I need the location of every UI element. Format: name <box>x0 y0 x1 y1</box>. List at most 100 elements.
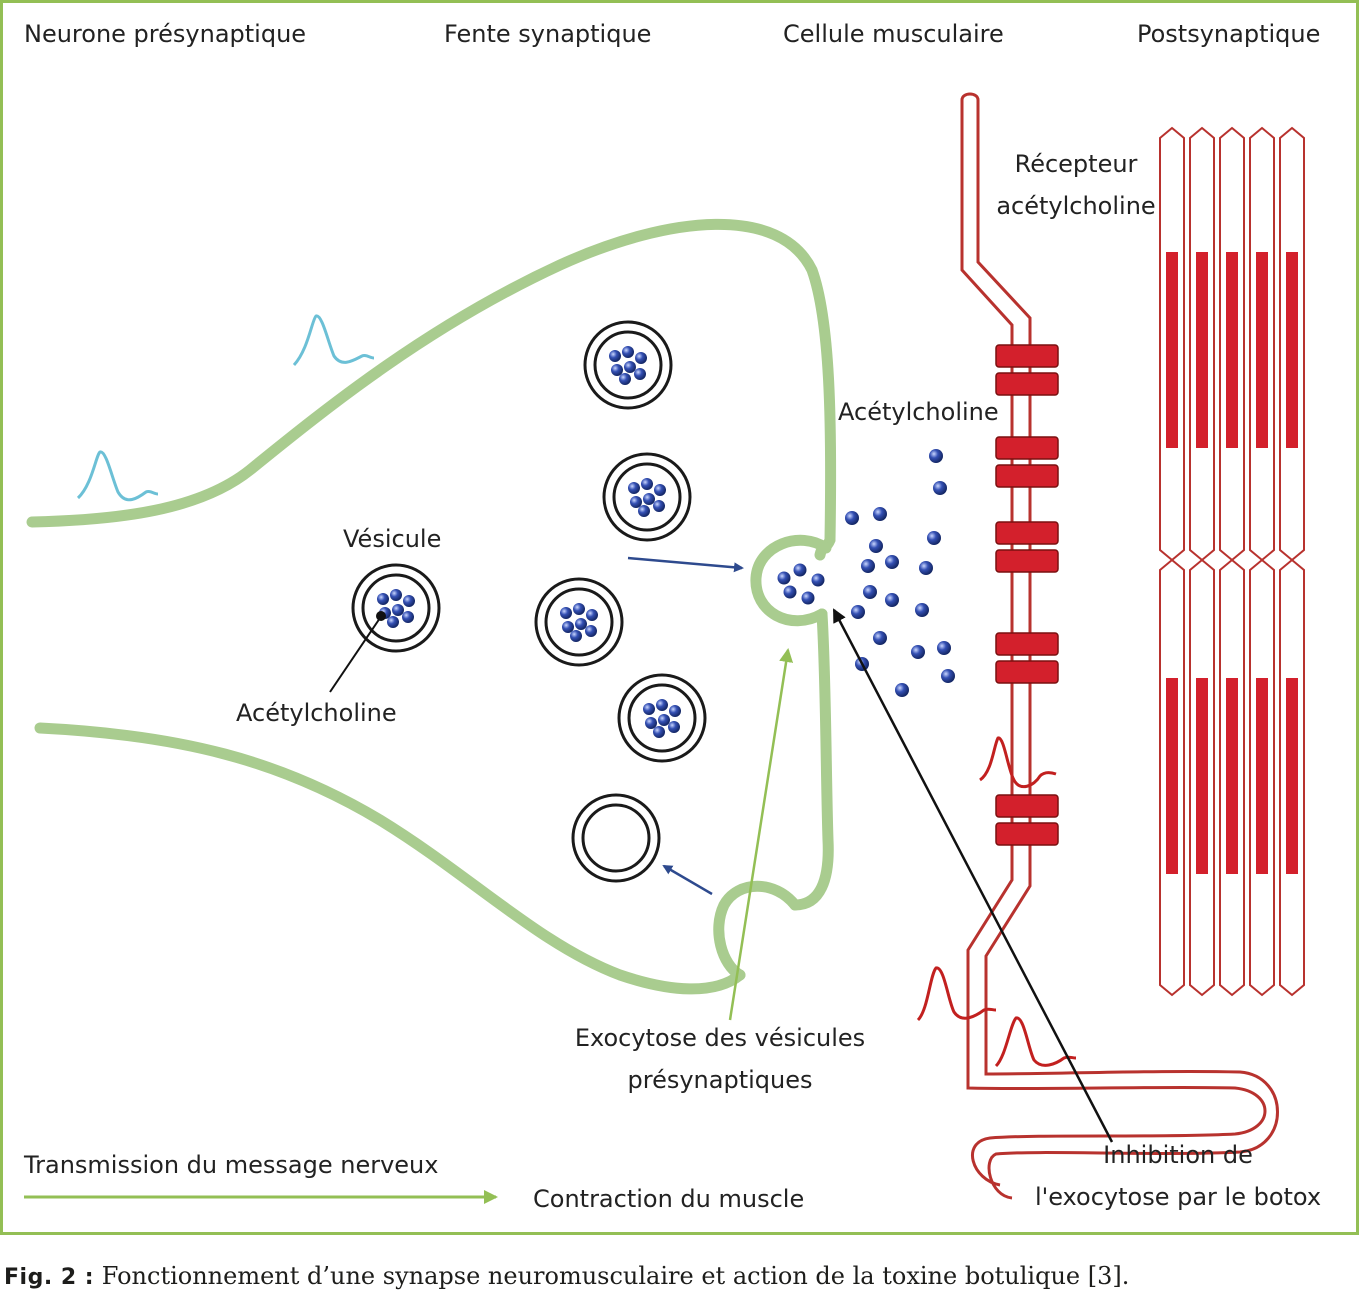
acetylcholine-molecule <box>845 511 859 525</box>
acetylcholine-molecule <box>783 585 797 599</box>
acetylcholine-molecule <box>793 563 807 577</box>
myosin-band <box>1256 678 1268 874</box>
muscle-cell-membrane <box>960 92 1279 1200</box>
myosin-band <box>1166 252 1178 448</box>
myosin-band <box>1286 252 1298 448</box>
receptor-block <box>995 549 1059 573</box>
acetylcholine-molecule <box>390 589 402 601</box>
label-transmission: Transmission du message nerveux <box>24 1151 439 1179</box>
label-contraction: Contraction du muscle <box>533 1185 805 1213</box>
acetylcholine-molecule <box>609 350 621 362</box>
acetylcholine-molecule <box>861 559 875 573</box>
exocytosis-arrow <box>728 648 794 1021</box>
acetylcholine-molecule <box>919 561 933 575</box>
acetylcholine-molecule <box>403 595 415 607</box>
myosin-band <box>1226 678 1238 874</box>
acetylcholine-molecule <box>937 641 951 655</box>
acetylcholine-molecule <box>656 699 668 711</box>
myofibril-outline <box>1219 558 1245 997</box>
header-presynaptic-neuron: Neurone présynaptique <box>24 20 307 48</box>
synapse-diagram <box>24 92 1305 1204</box>
acetylcholine-molecule <box>624 361 636 373</box>
receptor-block <box>995 521 1059 545</box>
label-inhibition-line2: l'exocytose par le botox <box>1034 1183 1322 1211</box>
label-acetylcholine-cleft: Acétylcholine <box>838 398 999 426</box>
acetylcholine-molecule <box>851 605 865 619</box>
label-vesicle: Vésicule <box>343 525 442 553</box>
myosin-band <box>1256 252 1268 448</box>
acetylcholine-molecule <box>645 717 657 729</box>
acetylcholine-molecule <box>638 505 650 517</box>
acetylcholine-molecule <box>402 611 414 623</box>
botox-inhibition-arrow <box>832 608 1114 1143</box>
receptor-block <box>995 794 1059 818</box>
myosin-band <box>1196 678 1208 874</box>
receptor-block <box>995 464 1059 488</box>
acetylcholine-molecule <box>643 703 655 715</box>
myofibril-outline <box>1279 558 1305 997</box>
myofibrils <box>1159 126 1305 997</box>
acetylcholine-molecule <box>634 368 646 380</box>
acetylcholine-molecule <box>911 645 925 659</box>
acetylcholine-molecule <box>573 603 585 615</box>
myofibril-outline <box>1279 126 1305 562</box>
myosin-band <box>1166 678 1178 874</box>
header-postsynaptic: Postsynaptique <box>1137 20 1321 48</box>
receptor-block <box>995 660 1059 684</box>
acetylcholine-molecule <box>668 721 680 733</box>
myofibril-outline <box>1249 126 1275 562</box>
acetylcholine-molecule <box>387 616 399 628</box>
muscle-impulse-wave <box>979 736 1057 789</box>
acetylcholine-molecule <box>653 500 665 512</box>
acetylcholine-molecule <box>630 496 642 508</box>
acetylcholine-molecule <box>801 591 815 605</box>
acetylcholine-molecule <box>941 669 955 683</box>
acetylcholine-molecule <box>570 630 582 642</box>
acetylcholine-molecule <box>562 621 574 633</box>
acetylcholine-molecule <box>575 618 587 630</box>
diagram-frame <box>0 0 1359 1235</box>
acetylcholine-pointer-dot <box>376 611 386 621</box>
acetylcholine-molecule <box>873 507 887 521</box>
myofibril-outline <box>1189 126 1215 562</box>
myosin-band <box>1196 252 1208 448</box>
label-exocytosis-line2: présynaptiques <box>627 1066 813 1094</box>
acetylcholine-molecule <box>628 482 640 494</box>
acetylcholine-molecule <box>885 593 899 607</box>
acetylcholine-molecule <box>585 625 597 637</box>
acetylcholine-molecule <box>377 593 389 605</box>
myosin-band <box>1226 252 1238 448</box>
acetylcholine-molecule <box>658 714 670 726</box>
vesicle-transport-arrow <box>627 556 744 573</box>
acetylcholine-molecule <box>915 603 929 617</box>
acetylcholine-molecule <box>885 555 899 569</box>
label-acetylcholine-vesicle: Acétylcholine <box>236 699 397 727</box>
receptor-block <box>995 372 1059 396</box>
myofibril-outline <box>1189 558 1215 997</box>
muscle-impulse-wave <box>994 1016 1077 1068</box>
acetylcholine-molecule <box>560 607 572 619</box>
acetylcholine-molecule <box>635 352 647 364</box>
acetylcholine-molecule <box>611 364 623 376</box>
acetylcholine-molecule <box>811 573 825 587</box>
acetylcholine-molecule <box>895 683 909 697</box>
figure-label: Fig. 2 : <box>4 1265 95 1290</box>
acetylcholine-molecules <box>377 346 955 738</box>
receptor-block <box>995 632 1059 656</box>
myofibril-outline <box>1159 126 1185 562</box>
receptor-block <box>995 436 1059 460</box>
vesicle-pointer-line <box>329 617 381 693</box>
acetylcholine-molecule <box>777 571 791 585</box>
header-muscle-cell: Cellule musculaire <box>783 20 1004 48</box>
acetylcholine-molecule <box>643 493 655 505</box>
neuron-membrane-right <box>789 608 834 911</box>
receptor-block <box>995 822 1059 846</box>
label-inhibition-line1: Inhibition de <box>1103 1141 1253 1169</box>
myofibril-outline <box>1159 558 1185 997</box>
receptor-block <box>995 344 1059 368</box>
myosin-band <box>1286 678 1298 874</box>
acetylcholine-molecule <box>653 726 665 738</box>
acetylcholine-molecule <box>927 531 941 545</box>
acetylcholine-receptors <box>995 344 1059 846</box>
vesicle-empty <box>571 793 661 883</box>
